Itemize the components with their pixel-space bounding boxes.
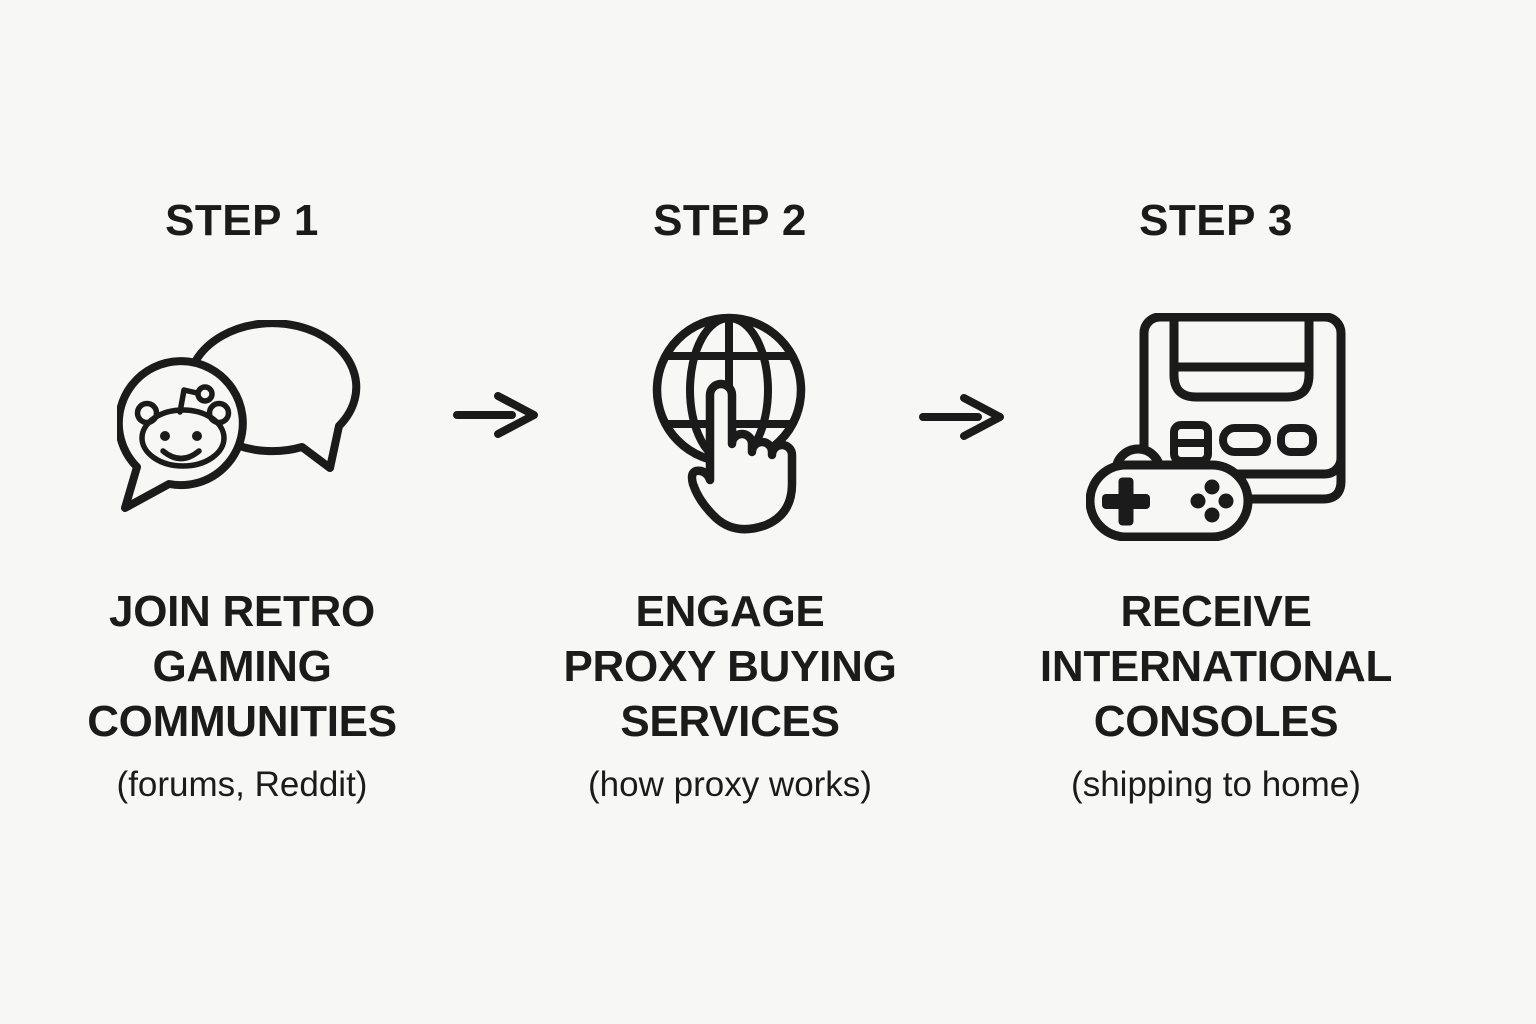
step-3-title: RECEIVE INTERNATIONAL CONSOLES: [1039, 587, 1393, 746]
arrow-right-icon: [453, 392, 538, 438]
step-3-subtitle: (shipping to home): [1071, 765, 1361, 804]
step-1-subtitle: (forums, Reddit): [116, 765, 368, 804]
step-3-column: STEP 3 RECEIVE INTERNATIONAL: [1016, 198, 1416, 807]
reddit-chat-bubbles-icon: [117, 320, 361, 512]
step-2-label: STEP 2: [653, 196, 807, 245]
step-2-column: STEP 2 ENGAGE PROXY BUYING SERVICES (how…: [530, 198, 930, 807]
step-2-title: ENGAGE PROXY BUYING SERVICES: [563, 587, 897, 746]
console-gamepad-icon: [1086, 313, 1346, 541]
arrow-right-icon: [919, 394, 1004, 440]
step-2-subtitle: (how proxy works): [588, 765, 872, 804]
step-1-label: STEP 1: [165, 196, 319, 245]
step-3-label: STEP 3: [1139, 196, 1293, 245]
step-1-title: JOIN RETRO GAMING COMMUNITIES: [87, 587, 397, 746]
arrow-1: [452, 391, 544, 439]
globe-tap-icon: [652, 313, 806, 534]
step-1-column: STEP 1 JOIN RETRO GAMING COMMUNITIES (fo…: [42, 198, 442, 807]
arrow-2: [918, 393, 1010, 441]
step-1-icon-box: [42, 298, 442, 556]
step-2-icon-box: [530, 298, 930, 556]
step-3-icon-box: [1016, 298, 1416, 556]
